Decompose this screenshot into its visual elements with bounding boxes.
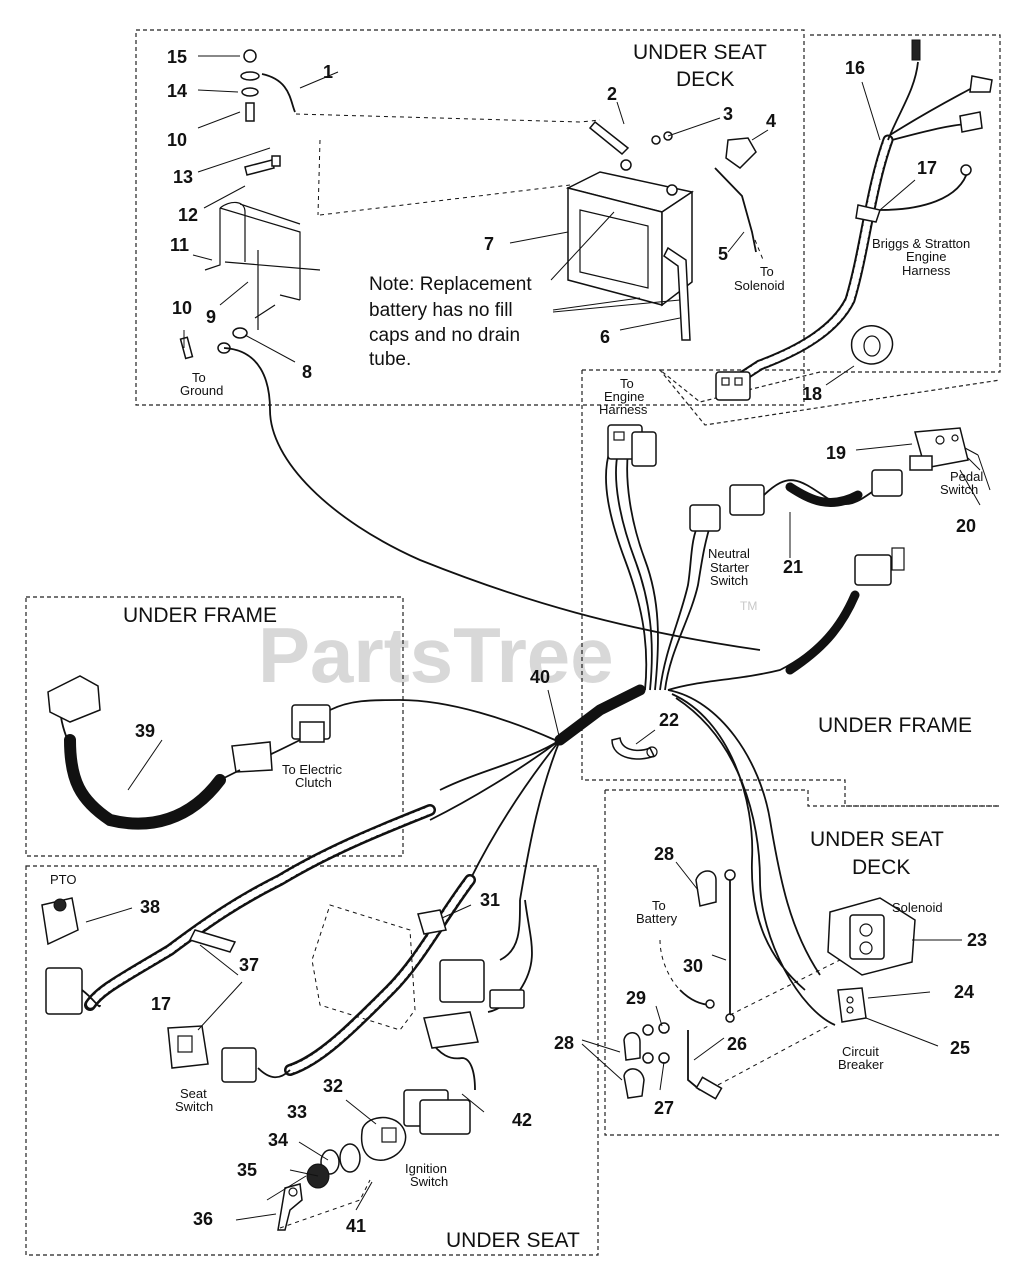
callout-21: 21: [783, 557, 803, 577]
callout-12: 12: [178, 205, 198, 225]
callout-19: 19: [826, 443, 846, 463]
box-under-seat-deck-right: [604, 789, 1000, 1136]
box-engine-harness: [658, 34, 1001, 403]
label-to-electric-clutch-2: Clutch: [295, 775, 332, 790]
label-seat-switch-2: Switch: [175, 1099, 213, 1114]
callout-10b: 10: [172, 298, 192, 318]
callout-8: 8: [302, 362, 312, 382]
box-under-frame-left: [25, 596, 404, 857]
callout-35: 35: [237, 1160, 257, 1180]
callout-4: 4: [766, 111, 776, 131]
label-to-battery-1: To: [652, 898, 666, 913]
callout-11: 11: [170, 235, 189, 255]
callout-29: 29: [626, 988, 646, 1008]
label-circuit-breaker-2: Breaker: [838, 1057, 884, 1072]
callout-13: 13: [173, 167, 193, 187]
callout-16: 16: [845, 58, 865, 78]
hardware-parts: [179, 49, 761, 651]
label-engine-harness-1: Briggs & Stratton: [872, 236, 970, 251]
label-to-ground-1: To: [192, 370, 206, 385]
label-to-battery-2: Battery: [636, 911, 678, 926]
solenoid-group: [623, 869, 916, 1100]
label-ignition-switch-1: Ignition: [405, 1161, 447, 1176]
watermark: PartsTree: [258, 611, 614, 699]
label-to-engine-harness-3: Harness: [599, 402, 648, 417]
callout-28b: 28: [554, 1033, 574, 1053]
callout-41: 41: [346, 1216, 366, 1236]
callout-9: 9: [206, 307, 216, 327]
label-pto: PTO: [50, 872, 77, 887]
callout-30: 30: [683, 956, 703, 976]
callout-5: 5: [718, 244, 728, 264]
box-under-seat-deck-top: [135, 29, 805, 406]
callout-37: 37: [239, 955, 259, 975]
callout-2: 2: [607, 84, 617, 104]
section-under-seat-deck-top-2: DECK: [676, 68, 734, 91]
label-circuit-breaker-1: Circuit: [842, 1044, 879, 1059]
main-harness: [41, 424, 979, 1231]
callout-1: 1: [323, 62, 333, 82]
section-under-frame-left: UNDER FRAME: [123, 604, 277, 627]
label-neutral-starter-switch-3: Switch: [710, 573, 748, 588]
watermark-tm: TM: [740, 599, 757, 613]
callout-34: 34: [268, 1130, 288, 1150]
note-line-4: tube.: [369, 349, 411, 370]
callout-14: 14: [167, 81, 187, 101]
label-engine-harness-2: Engine: [906, 249, 946, 264]
battery: [550, 120, 765, 341]
box-under-frame-right: [581, 369, 1001, 807]
callout-39: 39: [135, 721, 155, 741]
section-under-seat: UNDER SEAT: [446, 1229, 580, 1252]
section-under-frame-right: UNDER FRAME: [818, 714, 972, 737]
label-to-solenoid-2: Solenoid: [734, 278, 785, 293]
label-engine-harness-3: Harness: [902, 263, 951, 278]
label-neutral-starter-switch-1: Neutral: [708, 546, 750, 561]
label-to-solenoid-1: To: [760, 264, 774, 279]
callout-26: 26: [727, 1034, 747, 1054]
label-solenoid: Solenoid: [892, 900, 943, 915]
callout-36: 36: [193, 1209, 213, 1229]
callout-17b: 17: [151, 994, 171, 1014]
callout-38: 38: [140, 897, 160, 917]
callout-3: 3: [723, 104, 733, 124]
leader-lines: [85, 55, 991, 1221]
callout-10a: 10: [167, 130, 187, 150]
callout-17a: 17: [917, 158, 937, 178]
callout-24: 24: [954, 982, 974, 1002]
callout-28a: 28: [654, 844, 674, 864]
callout-22: 22: [659, 710, 679, 730]
section-under-seat-deck-right-1: UNDER SEAT: [810, 828, 944, 851]
callout-20: 20: [956, 516, 976, 536]
callout-25: 25: [950, 1038, 970, 1058]
box-under-seat: [25, 865, 599, 1256]
label-to-electric-clutch-1: To Electric: [282, 762, 342, 777]
callout-42: 42: [512, 1110, 532, 1130]
callout-33: 33: [287, 1102, 307, 1122]
label-to-engine-harness-2: Engine: [604, 389, 644, 404]
label-to-engine-harness-1: To: [620, 376, 634, 391]
engine-harness: [715, 39, 993, 401]
note-line-3: caps and no drain: [369, 325, 520, 346]
label-pedal-switch-1: Pedal: [950, 469, 983, 484]
callout-18: 18: [802, 384, 822, 404]
label-to-ground-2: Ground: [180, 383, 223, 398]
callout-6: 6: [600, 327, 610, 347]
callout-15: 15: [167, 47, 187, 67]
label-neutral-starter-switch-2: Starter: [710, 560, 750, 575]
section-under-seat-deck-top-1: UNDER SEAT: [633, 41, 767, 64]
callout-31: 31: [480, 890, 500, 910]
section-under-seat-deck-right-2: DECK: [852, 856, 910, 879]
note-line-2: battery has no fill: [369, 300, 513, 321]
label-ignition-switch-2: Switch: [410, 1174, 448, 1189]
label-pedal-switch-2: Switch: [940, 482, 978, 497]
label-seat-switch-1: Seat: [180, 1086, 207, 1101]
callout-40: 40: [530, 667, 550, 687]
callout-32: 32: [323, 1076, 343, 1096]
note-line-1: Note: Replacement: [369, 274, 532, 295]
callout-7: 7: [484, 234, 494, 254]
callout-23: 23: [967, 930, 987, 950]
callout-27: 27: [654, 1098, 674, 1118]
